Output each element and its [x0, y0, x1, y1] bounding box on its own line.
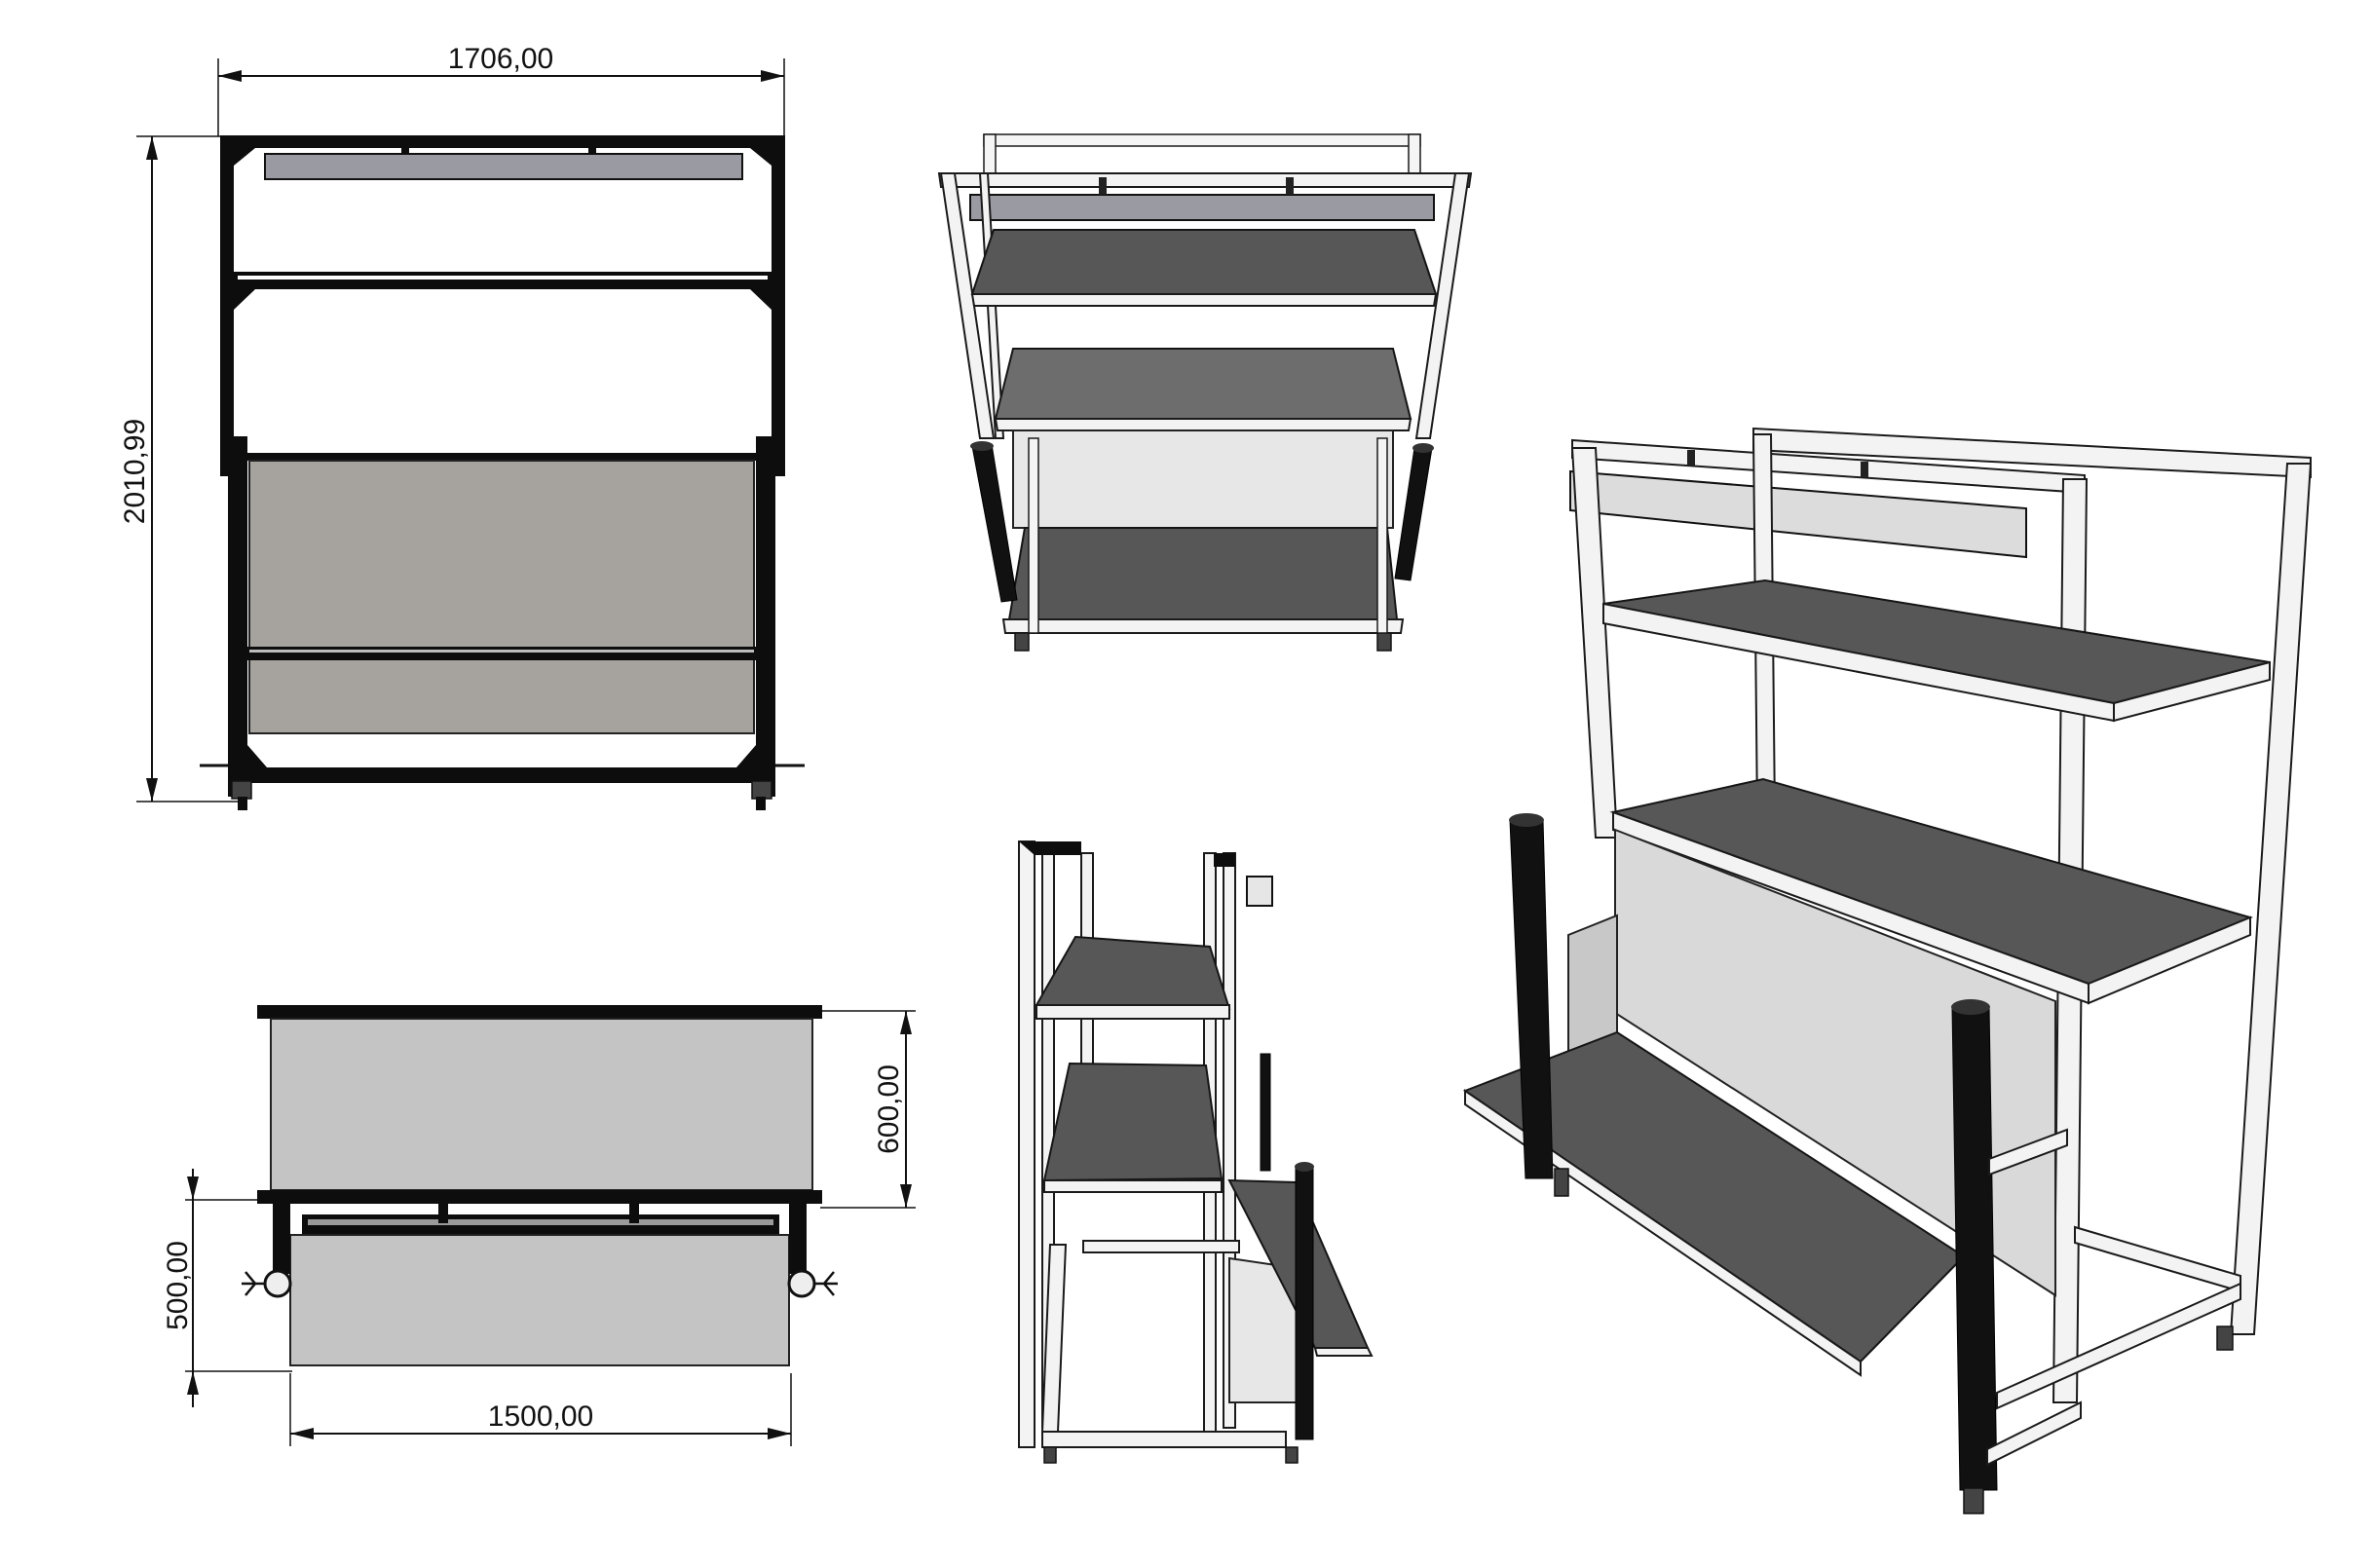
iso2-shelf-top [1035, 935, 1231, 1011]
top-depth-upper-dimension: 600,00 [820, 1010, 916, 1209]
back-panel [248, 460, 755, 734]
worktop-panel [289, 1234, 790, 1366]
iso1-shelf-top [970, 229, 1438, 295]
iso-view-side [1018, 840, 1374, 1464]
lamp-bar [264, 153, 743, 180]
top-width-label: 1500,00 [488, 1400, 593, 1433]
top-shelf-panel [270, 1018, 813, 1191]
front-width-dimension: 1706,00 [217, 43, 785, 136]
iso-view-front [937, 133, 1473, 652]
top-depth-upper-label: 600,00 [873, 1064, 905, 1154]
front-view: 1706,00 2010,99 [119, 43, 805, 810]
top-depth-lower-label: 500,00 [162, 1241, 194, 1330]
iso-view-perspective [1462, 427, 2313, 1514]
front-height-label: 2010,99 [119, 419, 151, 524]
top-view: 600,00 500,00 1500,00 [162, 1005, 916, 1446]
top-depth-lower-dimension: 500,00 [162, 1169, 292, 1407]
iso2-shelf-mid [1042, 1062, 1224, 1182]
front-width-label: 1706,00 [448, 43, 553, 75]
iso1-shelf-bottom [1007, 527, 1399, 620]
top-width-dimension: 1500,00 [289, 1373, 792, 1446]
front-height-dimension: 2010,99 [119, 135, 244, 803]
iso1-shelf-mid [994, 348, 1412, 420]
